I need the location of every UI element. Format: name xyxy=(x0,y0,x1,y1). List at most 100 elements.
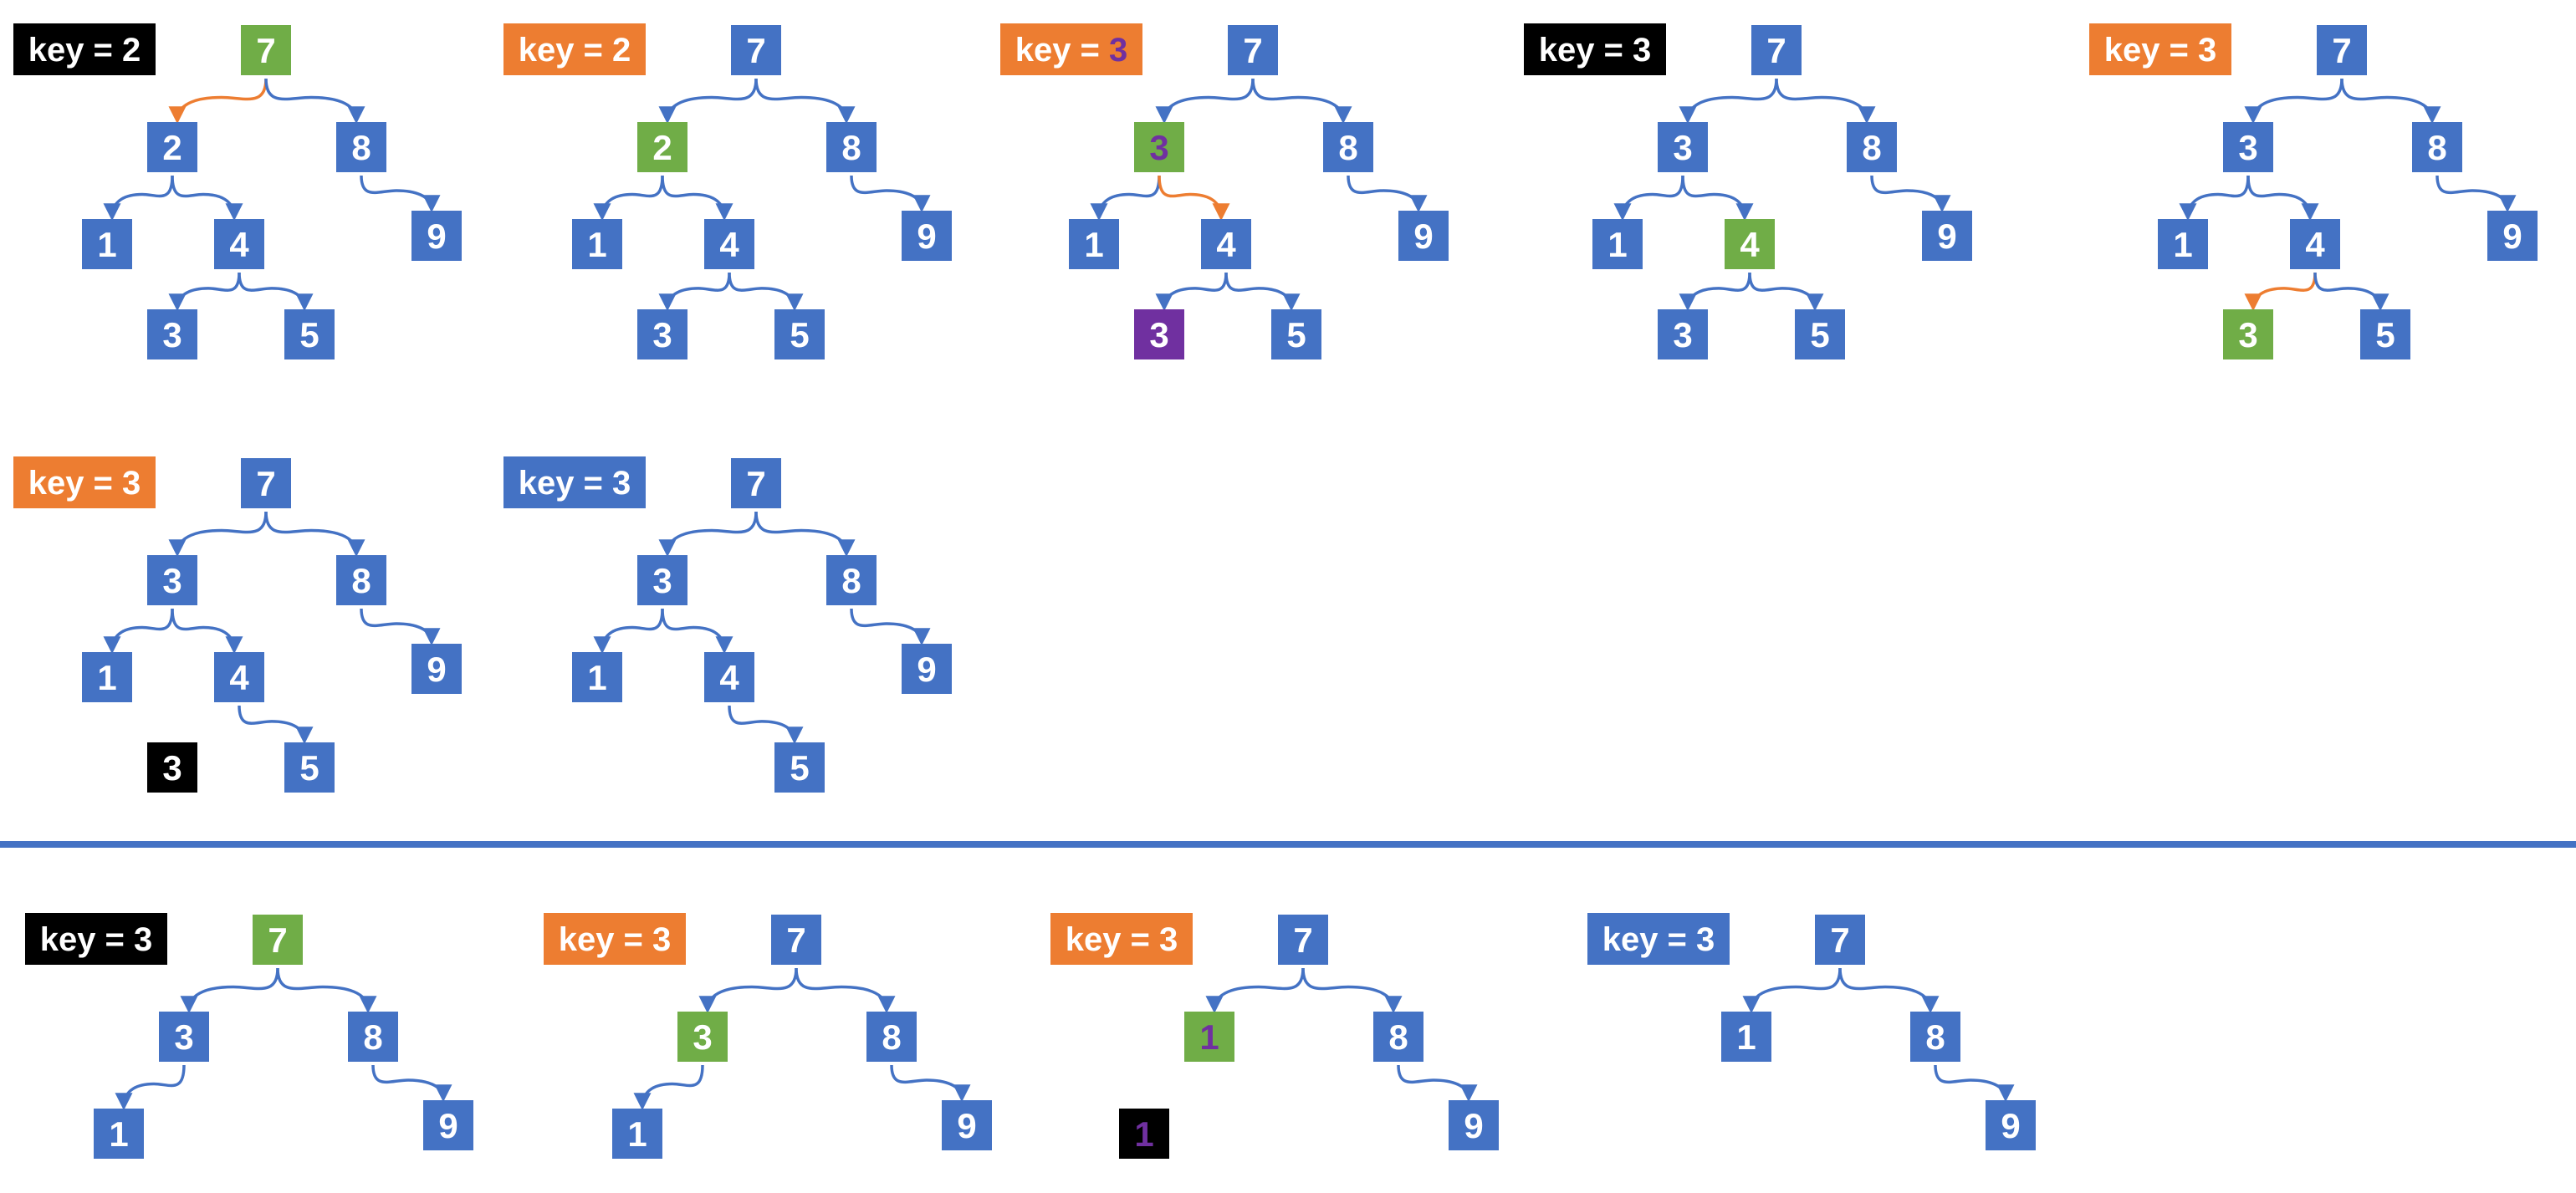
tree-node: 1 xyxy=(2158,219,2208,269)
tree-node: 8 xyxy=(336,122,386,172)
tree-node: 5 xyxy=(1271,309,1321,359)
edge-n7-n2 xyxy=(1205,967,1305,1014)
tree-node-value: 8 xyxy=(351,128,371,167)
tree-node-box xyxy=(1658,122,1708,172)
tree-node-box xyxy=(94,1109,144,1159)
key-label-text: key = 3 xyxy=(519,465,631,502)
tree-node: 9 xyxy=(1449,1100,1499,1150)
key-label: key = 3 xyxy=(544,913,686,965)
tree-node: 7 xyxy=(771,915,821,965)
tree-node-value: 5 xyxy=(790,315,809,354)
edge-n7-n2 xyxy=(2244,78,2343,125)
edge-n2-n4 xyxy=(1681,175,1754,222)
tree-node: 3 xyxy=(677,1012,728,1062)
tree-node-box xyxy=(1119,1109,1169,1159)
tree-node: 7 xyxy=(241,25,291,75)
tree-node: 8 xyxy=(1323,122,1373,172)
tree-node: 3 xyxy=(637,309,687,359)
tree-node-value: 9 xyxy=(917,217,936,256)
tree-node: 1 xyxy=(82,219,132,269)
tree-node-value: 4 xyxy=(2305,225,2325,264)
tree-node-value: 7 xyxy=(746,31,765,70)
tree-node-value: 8 xyxy=(841,561,861,600)
tree-node-value: 4 xyxy=(229,225,249,264)
tree-node-box xyxy=(731,25,781,75)
tree-node-box xyxy=(1847,122,1897,172)
tree-node-value: 3 xyxy=(2238,128,2257,167)
key-label-prefix: key = xyxy=(1015,32,1109,69)
tree-node: 1 xyxy=(1592,219,1643,269)
tree-node: 4 xyxy=(214,652,264,702)
tree-node: 7 xyxy=(1815,915,1865,965)
edge-n7-n8 xyxy=(276,967,377,1014)
tree-node-value: 7 xyxy=(256,464,275,503)
key-label-text: key = 2 xyxy=(519,32,631,69)
key-label-bg xyxy=(2089,23,2231,75)
tree-node-box xyxy=(866,1012,917,1062)
tree-node-box xyxy=(1228,25,1278,75)
tree-node: 7 xyxy=(241,458,291,508)
tree-node-value: 1 xyxy=(587,658,606,697)
tree-node: 4 xyxy=(214,219,264,269)
tree-node-value: 8 xyxy=(1388,1017,1408,1057)
edge-n8-n9 xyxy=(371,1064,452,1103)
key-label-text: key = 3 xyxy=(2104,32,2217,69)
edge-n2-n4 xyxy=(171,175,243,222)
tree-node-value: 9 xyxy=(1464,1106,1483,1145)
edge-n7-n2 xyxy=(658,511,758,558)
edge-n7-n8 xyxy=(1775,78,1876,125)
tree-node: 9 xyxy=(411,211,462,261)
tree-node: 8 xyxy=(336,555,386,605)
tree-node-value: 3 xyxy=(2238,315,2257,354)
edge-n8-n9 xyxy=(1347,175,1428,213)
edge-n7-n8 xyxy=(1301,967,1403,1014)
tree-node-box xyxy=(2412,122,2462,172)
edge-n4-n3 xyxy=(2244,272,2317,312)
key-label: key = 3 xyxy=(25,913,167,965)
tree-node-box xyxy=(1271,309,1321,359)
tree-node: 5 xyxy=(1795,309,1845,359)
tree-node: 7 xyxy=(1278,915,1328,965)
tree-node-box xyxy=(1986,1100,2036,1150)
key-label-value: 3 xyxy=(2198,32,2216,69)
tree-node-box xyxy=(1184,1012,1234,1062)
tree-node-value: 4 xyxy=(719,658,739,697)
tree-node: 3 xyxy=(147,555,197,605)
tree-node-box xyxy=(2360,309,2410,359)
key-label-text: key = 3 xyxy=(28,465,141,502)
tree-node: 8 xyxy=(866,1012,917,1062)
key-label-prefix: key = xyxy=(1539,32,1633,69)
tree-node-box xyxy=(704,652,754,702)
tree-node-box xyxy=(253,915,303,965)
tree-node-value: 1 xyxy=(1084,225,1103,264)
tree-node-value: 1 xyxy=(109,1114,128,1154)
tree-node-box xyxy=(147,122,197,172)
tree-node-value: 3 xyxy=(652,561,672,600)
tree-node: 9 xyxy=(942,1100,992,1150)
tree-node: 7 xyxy=(731,25,781,75)
tree-node-value: 5 xyxy=(299,315,319,354)
edge-n2-n1 xyxy=(115,1064,186,1111)
key-label-prefix: key = xyxy=(28,32,122,69)
tree-node-value: 7 xyxy=(746,464,765,503)
edge-n4-n5 xyxy=(238,705,314,745)
tree-node-value: 9 xyxy=(957,1106,976,1145)
edge-n2-n1 xyxy=(1090,175,1161,222)
tree-node-box xyxy=(774,742,825,793)
tree-node-box xyxy=(1323,122,1373,172)
tree-node-box xyxy=(1721,1012,1771,1062)
tree-node: 5 xyxy=(774,309,825,359)
tree-node-value: 8 xyxy=(1925,1017,1945,1057)
edge-n4-n5 xyxy=(238,272,314,312)
tree-node-value: 3 xyxy=(1149,315,1168,354)
edge-n2-n4 xyxy=(171,608,243,655)
tree-node: 3 xyxy=(1134,309,1184,359)
key-label: key = 3 xyxy=(1050,913,1193,965)
tree-node-box xyxy=(1795,309,1845,359)
